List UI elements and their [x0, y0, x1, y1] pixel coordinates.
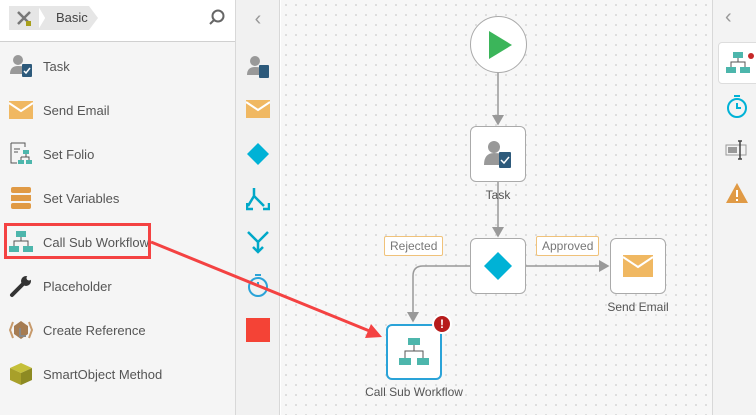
right-rail: ‹ [712, 0, 756, 415]
status-dot [748, 53, 754, 59]
sub-workflow-icon [399, 338, 429, 365]
toolbox-item-placeholder[interactable]: Placeholder [0, 264, 236, 308]
email-icon[interactable] [246, 100, 270, 124]
tools-icon [17, 11, 31, 26]
warning-tab-icon[interactable] [725, 182, 749, 204]
smartobject-icon [9, 362, 33, 386]
task-icon [484, 141, 511, 168]
timer-icon[interactable] [246, 273, 270, 297]
send-email-node[interactable] [610, 238, 666, 294]
decision-icon [484, 252, 512, 280]
toolbox-item-task[interactable]: Task [0, 44, 236, 88]
decision-node[interactable] [470, 238, 526, 294]
wrench-icon [9, 274, 33, 298]
start-node[interactable] [470, 16, 527, 73]
connectors [407, 72, 610, 323]
merge-icon[interactable] [246, 230, 270, 254]
sub-workflow-icon [726, 52, 750, 73]
call-sub-workflow-node[interactable] [386, 324, 442, 380]
toolbox-item-label: Task [43, 58, 70, 74]
toolbox-panel: Basic Task Send Email Set Folio Set Vari… [0, 0, 236, 415]
toolbox-item-set-variables[interactable]: Set Variables [0, 176, 236, 220]
toolbox-item-label: Placeholder [43, 278, 112, 294]
workflow-canvas[interactable]: Task Send Email ! Call Sub Workflow Reje… [281, 0, 712, 415]
variables-icon [9, 186, 33, 210]
toolbox-item-label: SmartObject Method [43, 366, 163, 382]
error-badge-icon[interactable]: ! [432, 314, 452, 334]
toolbox-item-label: Call Sub Workflow [43, 234, 149, 250]
sub-workflow-icon [9, 230, 33, 254]
toolbox-item-smartobject-method[interactable]: SmartObject Method [0, 352, 236, 396]
text-field-tab-icon[interactable] [725, 138, 749, 162]
breadcrumb-basic[interactable]: Basic [38, 6, 98, 30]
decision-icon[interactable] [246, 142, 270, 166]
toolbox-item-label: Create Reference [43, 322, 146, 338]
reference-icon [9, 318, 33, 342]
call-sub-workflow-node-label: Call Sub Workflow [365, 385, 463, 399]
toolbox-item-create-reference[interactable]: Create Reference [0, 308, 236, 352]
toolbox-item-label: Set Folio [43, 146, 95, 162]
rejected-label[interactable]: Rejected [384, 236, 444, 256]
highlight-box [4, 223, 151, 259]
toolbox-header: Basic [0, 0, 235, 42]
collapse-left-icon[interactable]: ‹ [254, 8, 262, 30]
task-node-label: Task [485, 188, 511, 202]
search-icon[interactable] [208, 8, 226, 26]
timer-tab-icon[interactable] [725, 94, 749, 118]
end-icon[interactable] [246, 318, 270, 342]
toolbox-item-label: Set Variables [43, 190, 120, 206]
folio-icon [9, 142, 33, 166]
task-icon [9, 54, 33, 78]
collapse-right-icon[interactable]: ‹ [725, 6, 732, 28]
play-icon [488, 30, 512, 59]
toolbox-item-send-email[interactable]: Send Email [0, 88, 236, 132]
tools-breadcrumb[interactable] [9, 6, 39, 30]
split-icon[interactable] [246, 187, 270, 211]
toolbar-strip: ‹ [236, 0, 280, 415]
toolbox-item-call-sub-workflow[interactable]: Call Sub Workflow [0, 220, 236, 264]
properties-tab[interactable] [718, 42, 756, 84]
email-icon [623, 255, 653, 277]
email-icon [9, 98, 33, 122]
task-icon[interactable] [246, 55, 270, 79]
toolbox-item-set-folio[interactable]: Set Folio [0, 132, 236, 176]
send-email-node-label: Send Email [607, 300, 669, 314]
approved-label[interactable]: Approved [536, 236, 600, 256]
task-node[interactable] [470, 126, 526, 182]
toolbox-item-label: Send Email [43, 102, 110, 118]
